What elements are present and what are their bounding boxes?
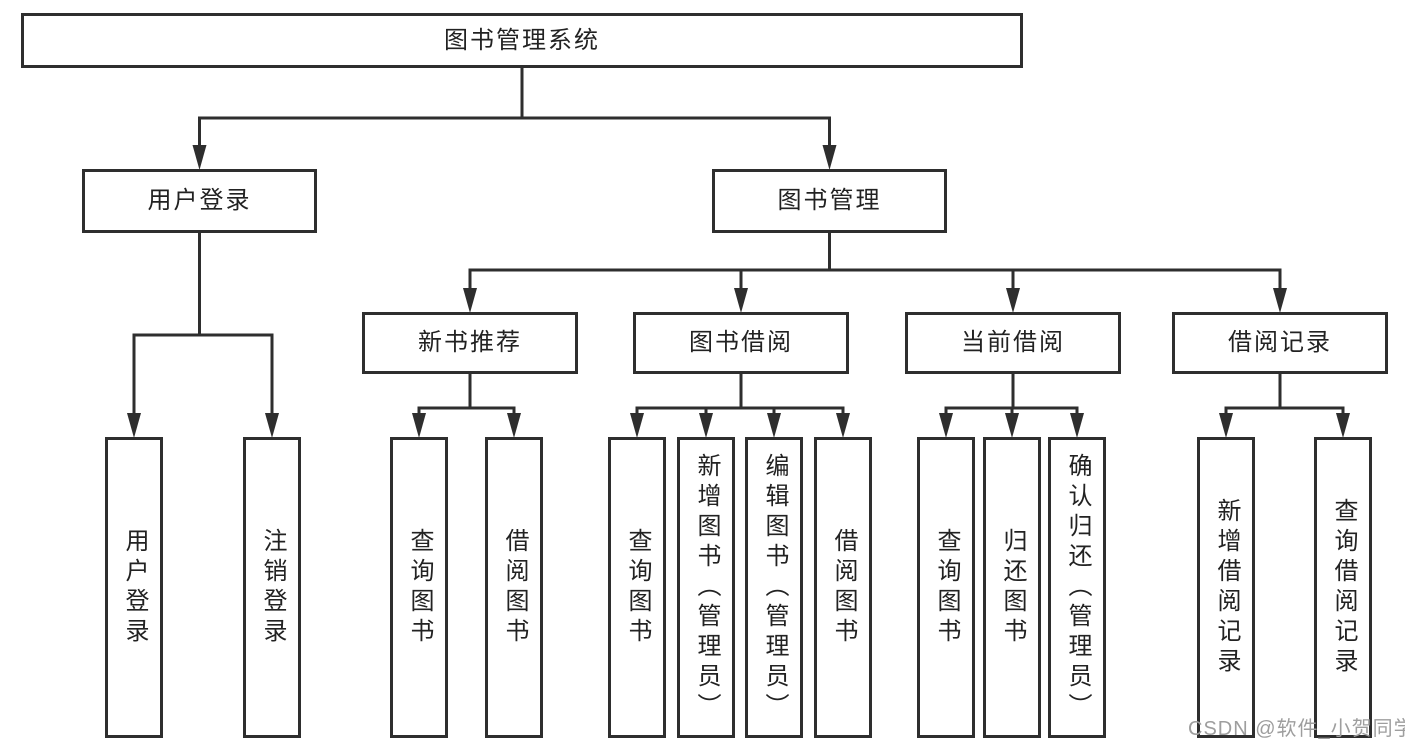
node-label-query-borrow-record: 查询借阅记录 — [1330, 497, 1357, 678]
node-return-books: 归还图书 — [983, 437, 1041, 738]
node-label-borrow-books-recommend: 借阅图书 — [501, 527, 528, 648]
node-new-book-recommend: 新书推荐 — [362, 312, 578, 374]
node-label-query-books-current: 查询图书 — [933, 527, 960, 648]
node-label-borrowing-records: 借阅记录 — [1228, 329, 1332, 356]
node-label-borrow-books-borrowing: 借阅图书 — [830, 527, 857, 648]
node-label-confirm-return-admin: 确认归还（管理员） — [1064, 452, 1091, 723]
node-add-borrow-record: 新增借阅记录 — [1197, 437, 1255, 738]
node-user-login-action: 用户登录 — [105, 437, 163, 738]
node-label-user-login: 用户登录 — [147, 187, 252, 214]
node-label-query-books-borrowing: 查询图书 — [624, 527, 651, 648]
node-book-management: 图书管理 — [712, 169, 947, 233]
node-confirm-return-admin: 确认归还（管理员） — [1048, 437, 1106, 738]
node-root: 图书管理系统 — [21, 13, 1023, 68]
node-query-books-borrowing: 查询图书 — [608, 437, 666, 738]
watermark: CSDN @软件_小贺同学 — [1188, 718, 1405, 740]
node-label-add-books-admin: 新增图书（管理员） — [693, 452, 720, 723]
node-current-borrowing: 当前借阅 — [905, 312, 1121, 374]
node-label-edit-books-admin: 编辑图书（管理员） — [761, 452, 788, 723]
node-borrowing-records: 借阅记录 — [1172, 312, 1388, 374]
node-query-books-current: 查询图书 — [917, 437, 975, 738]
node-label-root: 图书管理系统 — [444, 26, 600, 54]
node-label-book-management: 图书管理 — [777, 187, 882, 214]
node-label-return-books: 归还图书 — [999, 527, 1026, 648]
node-query-borrow-record: 查询借阅记录 — [1314, 437, 1372, 738]
node-query-books-recommend: 查询图书 — [390, 437, 448, 738]
node-label-book-borrowing: 图书借阅 — [689, 329, 793, 356]
node-add-books-admin: 新增图书（管理员） — [677, 437, 735, 738]
node-label-new-book-recommend: 新书推荐 — [418, 329, 522, 356]
node-edit-books-admin: 编辑图书（管理员） — [745, 437, 803, 738]
node-book-borrowing: 图书借阅 — [633, 312, 849, 374]
node-user-login: 用户登录 — [82, 169, 317, 233]
node-label-current-borrowing: 当前借阅 — [961, 329, 1065, 356]
node-label-logout-action: 注销登录 — [259, 527, 286, 648]
node-borrow-books-recommend: 借阅图书 — [485, 437, 543, 738]
node-label-user-login-action: 用户登录 — [121, 527, 148, 648]
node-logout-action: 注销登录 — [243, 437, 301, 738]
node-label-query-books-recommend: 查询图书 — [406, 527, 433, 648]
node-borrow-books-borrowing: 借阅图书 — [814, 437, 872, 738]
node-label-add-borrow-record: 新增借阅记录 — [1213, 497, 1240, 678]
